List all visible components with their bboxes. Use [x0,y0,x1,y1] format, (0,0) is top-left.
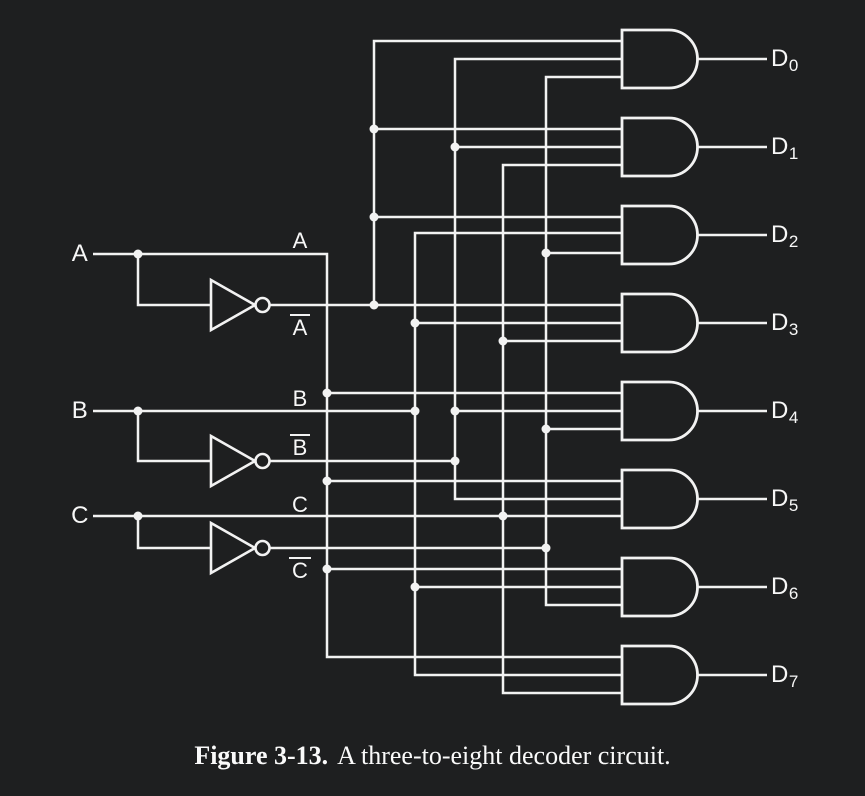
and-gates [620,28,699,706]
not-gate-a [209,277,258,333]
junction-dots [133,124,551,592]
not-gate-c-bubble [254,539,271,557]
junction-dot [450,142,460,152]
junction-dot [410,582,420,592]
junction-dot [541,543,551,553]
junction-dot [498,511,508,521]
output-label-d5: D5 [771,485,799,515]
not-gate-a-bubble [254,296,271,314]
input-label-b: B [71,397,89,424]
input-label-a: A [71,240,89,267]
junction-dot [369,300,379,310]
rail-label-c: C [292,492,308,517]
junction-dot [133,511,143,521]
wire-b-rail [413,231,622,677]
and-gate-d2 [620,204,699,266]
junction-dot [410,318,420,328]
rail-label-c-bar: C [280,557,320,583]
not-gate-b-bubble [254,452,271,470]
junction-dot [498,336,508,346]
and-gate-d7 [620,644,699,706]
not-gate-b [209,433,258,489]
junction-dot [450,406,460,416]
junction-dot [541,424,551,434]
rail-label-b-bar: B [280,434,320,460]
input-label-c: C [71,502,89,529]
not-gates [209,277,271,576]
output-label-d1: D1 [771,133,799,163]
wire-cbar-rail [544,75,622,607]
rail-label-a: A [292,228,308,253]
output-label-d4: D4 [771,397,799,427]
figure-caption: Figure 3-13. A three-to-eight decoder cir… [0,741,865,771]
and-gate-d0 [620,28,699,90]
wire-b-to-inverter [136,411,211,463]
wire-c-to-inverter [136,516,211,550]
wires [93,39,767,695]
figure-caption-text: A three-to-eight decoder circuit. [337,741,671,770]
junction-dot [133,406,143,416]
and-gate-d5 [620,468,699,530]
and-gate-d4 [620,380,699,442]
junction-dot [450,456,460,466]
and-gate-d1 [620,116,699,178]
rail-label-a-bar: A [280,314,320,340]
output-label-d6: D6 [771,573,799,603]
wire-abar-rail [372,39,622,305]
junction-dot [322,476,332,486]
and-gate-d6 [620,556,699,618]
junction-dot [369,212,379,222]
output-label-d3: D3 [771,309,799,339]
wire-a-rail [93,252,622,659]
junction-dot [133,249,143,259]
wire-c-rail [501,163,622,695]
figure-caption-label: Figure 3-13. [194,741,329,770]
junction-dot [410,406,420,416]
output-label-d0: D0 [771,45,799,75]
output-label-d2: D2 [771,221,799,251]
output-label-d7: D7 [771,661,799,691]
wire-bbar-rail [453,57,622,501]
wire-a-to-inverter [136,254,211,307]
and-gate-d3 [620,292,699,354]
junction-dot [322,564,332,574]
junction-dot [541,248,551,258]
rail-label-b: B [292,386,308,411]
junction-dot [322,388,332,398]
junction-dot [369,124,379,134]
not-gate-c [209,520,258,576]
